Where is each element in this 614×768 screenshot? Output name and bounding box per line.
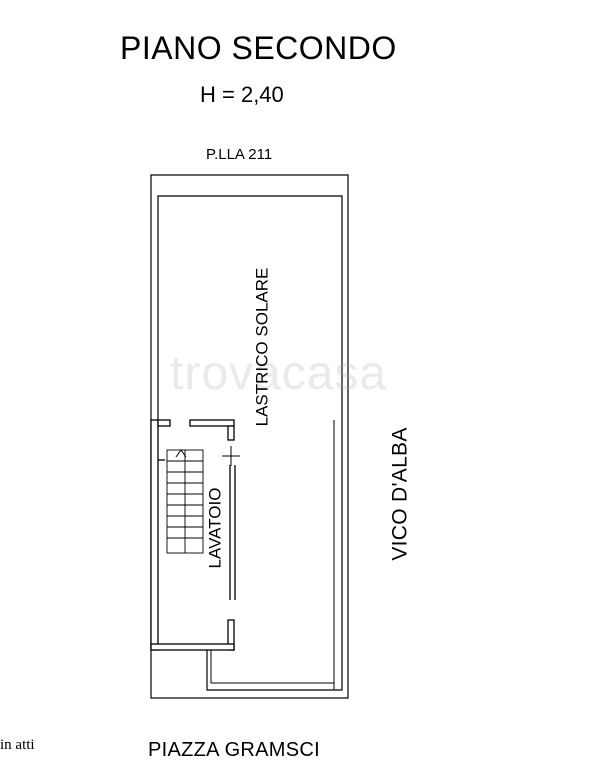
crosshair-mark bbox=[222, 446, 240, 466]
watermark: trovacasa bbox=[170, 347, 388, 400]
note-text: in atti bbox=[0, 737, 35, 753]
terrace-label: LASTRICO SOLARE bbox=[252, 267, 272, 427]
street-label-square: PIAZZA GRAMSCI bbox=[148, 739, 321, 761]
ceiling-height: H = 2,40 bbox=[200, 82, 284, 107]
plan-title: PIANO SECONDO bbox=[120, 30, 397, 66]
staircase bbox=[166, 449, 204, 554]
parcel-boundary bbox=[150, 174, 349, 699]
street-label-lane: VICO D'ALBA bbox=[388, 427, 412, 561]
laundry-walls bbox=[150, 419, 236, 651]
parcel-label: P.LLA 211 bbox=[206, 146, 273, 163]
terrace-outline bbox=[157, 195, 343, 691]
laundry-label: LAVATOIO bbox=[205, 487, 225, 569]
